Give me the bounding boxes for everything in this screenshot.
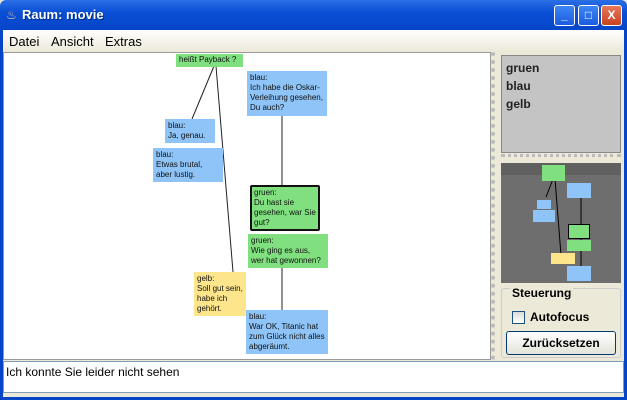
message-node[interactable]: gelb:Soll gut sein, habe ich gehört. [194, 272, 246, 316]
node-text: Ich habe die Oskar-Verleihung gesehen, D… [250, 83, 323, 112]
minimap-node [567, 266, 591, 281]
overview-minimap[interactable] [501, 163, 621, 283]
menu-bar: Datei Ansicht Extras [0, 30, 627, 52]
side-panel: gruen blau gelb Steuerung Autofocus Zurü… [491, 52, 624, 360]
close-button[interactable]: X [601, 5, 622, 26]
autofocus-checkbox[interactable] [512, 311, 525, 324]
user-list[interactable]: gruen blau gelb [501, 55, 621, 153]
group-label: Steuerung [510, 286, 574, 300]
minimap-node [542, 165, 565, 181]
java-app-icon: ♨ [6, 8, 17, 22]
window-title: Raum: movie [22, 7, 104, 22]
message-node[interactable]: blau:Ich habe die Oskar-Verleihung geseh… [247, 71, 327, 116]
edge [215, 65, 234, 273]
message-node-selected[interactable]: gruen:Du hast sie gesehen, war Sie gut? [250, 185, 320, 231]
node-user: gruen: [254, 188, 277, 197]
menu-extras[interactable]: Extras [105, 34, 142, 49]
connector-lines [191, 65, 283, 310]
message-node[interactable]: gruen:Wie ging es aus, wer hat gewonnen? [248, 234, 328, 268]
node-text: Wie ging es aus, wer hat gewonnen? [251, 246, 321, 265]
minimize-button[interactable]: _ [554, 5, 575, 26]
minimap-node [568, 224, 590, 239]
menu-datei[interactable]: Datei [9, 34, 40, 49]
menu-ansicht[interactable]: Ansicht [51, 34, 94, 49]
reset-button[interactable]: Zurücksetzen [506, 331, 616, 355]
message-node[interactable]: blau:Etwas brutal, aber lustig. [153, 148, 223, 182]
node-text: Ja, genau. [168, 131, 206, 140]
minimap-node [533, 210, 555, 222]
minimap-node [567, 183, 591, 198]
node-text: Du hast sie gesehen, war Sie gut? [254, 198, 316, 227]
node-user: gruen: [251, 236, 274, 245]
node-text: Soll gut sein, habe ich gehört. [197, 284, 243, 313]
user-item[interactable]: gruen [506, 61, 540, 75]
node-user: blau: [168, 121, 186, 130]
autofocus-label[interactable]: Autofocus [530, 310, 590, 324]
message-node[interactable]: blau:Ja, genau. [165, 119, 215, 143]
user-item[interactable]: gelb [506, 97, 531, 111]
minimap-viewport[interactable] [501, 175, 621, 283]
maximize-button[interactable]: □ [578, 5, 599, 26]
node-text: Etwas brutal, aber lustig. [156, 160, 203, 179]
node-text: heißt Payback ? [179, 55, 237, 64]
split-divider[interactable] [501, 154, 621, 162]
minimap-node [537, 200, 551, 209]
message-node[interactable]: heißt Payback ? [176, 54, 243, 67]
conversation-graph[interactable]: heißt Payback ? blau:Ich habe die Oskar-… [3, 52, 491, 360]
node-user: gelb: [197, 274, 215, 283]
edge [191, 65, 215, 120]
node-user: blau: [249, 312, 267, 321]
minimap-lines [545, 178, 582, 268]
title-bar[interactable]: ♨ Raum: movie _ □ X [0, 0, 627, 30]
minimap-node [567, 240, 591, 251]
minimap-node [551, 253, 575, 264]
steuerung-group: Steuerung Autofocus Zurücksetzen [501, 286, 621, 358]
message-node[interactable]: blau:War OK, Titanic hat zum Glück nicht… [246, 310, 328, 354]
message-input[interactable]: Ich konnte Sie leider nicht sehen [3, 361, 624, 393]
node-user: blau: [250, 73, 268, 82]
user-item[interactable]: blau [506, 79, 531, 93]
node-text: War OK, Titanic hat zum Glück nicht alle… [249, 322, 325, 351]
node-user: blau: [156, 150, 174, 159]
